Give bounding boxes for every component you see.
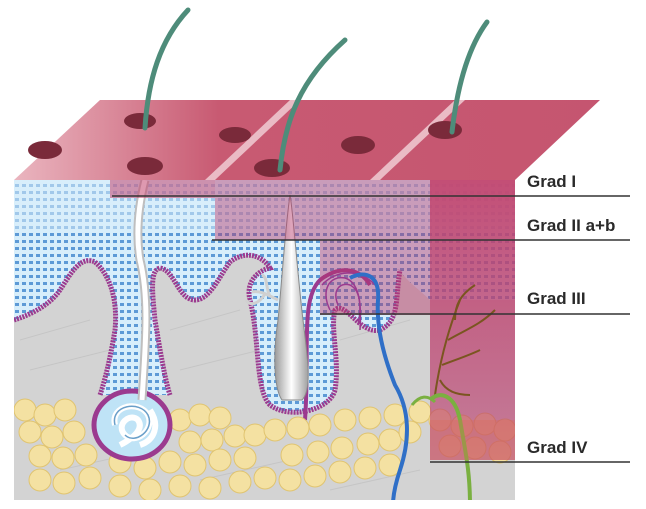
grade-3-label: Grad III — [527, 289, 586, 308]
burn-overlay-grade-4 — [430, 180, 515, 460]
grade-1-label: Grad I — [527, 172, 576, 191]
grade-4-label: Grad IV — [527, 438, 588, 457]
burn-overlay-grade-2 — [215, 180, 320, 240]
skin-surface — [14, 100, 600, 180]
grade-2-label: Grad II a+b — [527, 216, 615, 235]
